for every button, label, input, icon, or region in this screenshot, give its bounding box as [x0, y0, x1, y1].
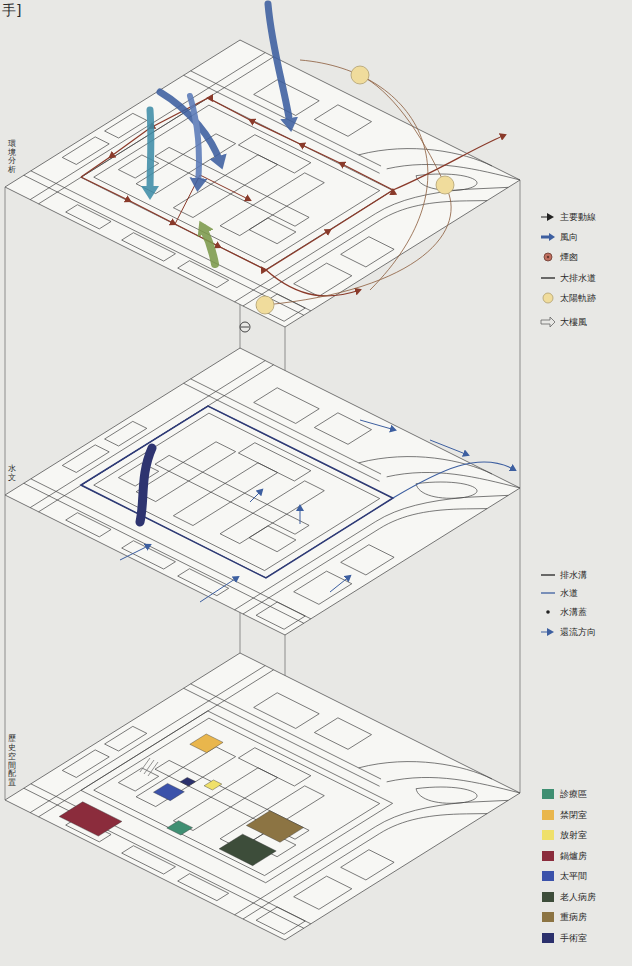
- wind-arrows: [150, 4, 290, 264]
- circulation-arrows: [81, 98, 505, 296]
- legend-label: 水道: [560, 587, 578, 600]
- legend-label: 老人病房: [560, 891, 596, 904]
- legend-swatch: [542, 789, 554, 799]
- layer-title: 歷史空間配置: [8, 735, 16, 788]
- legend-swatch: [542, 810, 554, 820]
- legend-swatch: [542, 830, 554, 840]
- legend-label: 風向: [560, 231, 578, 244]
- legend-label: 鍋爐房: [560, 850, 587, 863]
- legend-label: 重病房: [560, 911, 587, 924]
- drain-lines: [81, 406, 515, 602]
- legend-label: 水溝蓋: [560, 606, 587, 619]
- site-plan-layer: [5, 653, 520, 940]
- room-blocks: [59, 730, 349, 892]
- legend-label: 煙囪: [560, 251, 578, 264]
- legend-swatch: [542, 933, 554, 943]
- legend-label: 還流方向: [560, 626, 596, 639]
- legend-label: 太陽軌跡: [560, 292, 596, 305]
- site-plan-layer: [5, 348, 520, 635]
- legend-swatch: [542, 892, 554, 902]
- legend-label: 主要動線: [560, 211, 596, 224]
- sun-path: [265, 60, 451, 305]
- legend-label: 診療區: [560, 788, 587, 801]
- legend-label: 排水溝: [560, 569, 587, 582]
- ramp-hatch: [140, 758, 158, 776]
- layer-title: 環境分析: [8, 140, 16, 175]
- legend-label: 太平間: [560, 870, 587, 883]
- legend-label: 禁閉室: [560, 809, 587, 822]
- layer-title: 水文: [8, 465, 16, 483]
- legend-swatch: [542, 851, 554, 861]
- site-plan-layer: [5, 40, 520, 327]
- legend-swatch: [542, 912, 554, 922]
- legend-symbols: [541, 217, 555, 632]
- sun-markers: [256, 66, 454, 314]
- legend-label: 手術室: [560, 932, 587, 945]
- legend-label: 放射室: [560, 829, 587, 842]
- layer-link-lines: [5, 40, 520, 940]
- page-heading: 手]: [2, 2, 21, 20]
- legend-label: 大樓風: [560, 316, 587, 329]
- north-symbol: [240, 322, 250, 332]
- legend-swatch: [542, 871, 554, 881]
- legend-label: 大排水道: [560, 272, 596, 285]
